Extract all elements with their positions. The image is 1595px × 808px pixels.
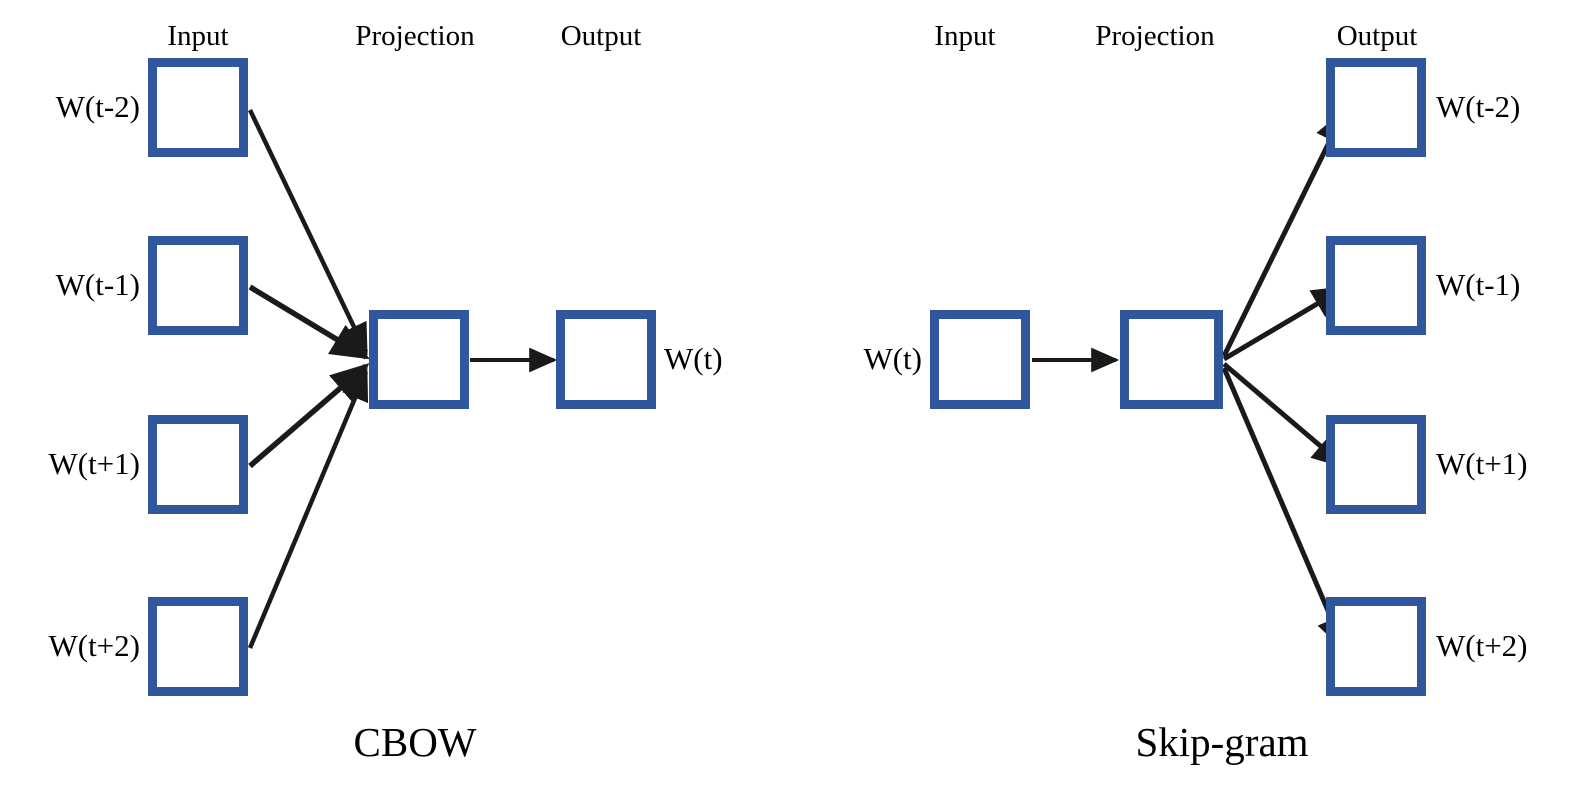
skipgram-projection-box[interactable] bbox=[1120, 310, 1223, 409]
skipgram-output-label-0: W(t-2) bbox=[1436, 89, 1521, 124]
skipgram-header-input: Input bbox=[934, 20, 996, 52]
cbow-input-label-1: W(t-1) bbox=[55, 267, 140, 302]
skipgram-output-box-0[interactable] bbox=[1326, 58, 1426, 157]
cbow-input-label-2: W(t+1) bbox=[48, 446, 140, 481]
cbow-header-projection: Projection bbox=[355, 20, 475, 52]
cbow-input-label-0: W(t-2) bbox=[55, 89, 140, 124]
skipgram-output-box-2[interactable] bbox=[1326, 415, 1426, 514]
skipgram-header-output: Output bbox=[1336, 20, 1418, 52]
cbow-input-box-2[interactable] bbox=[148, 415, 248, 514]
skipgram-projection-to-output-arrows bbox=[1221, 108, 1348, 652]
skipgram-output-label-2: W(t+1) bbox=[1436, 446, 1528, 481]
skipgram-header-projection: Projection bbox=[1095, 20, 1215, 52]
skipgram-title: Skip-gram bbox=[1135, 719, 1309, 765]
cbow-input-box-0[interactable] bbox=[148, 58, 248, 157]
skipgram-output-box-1[interactable] bbox=[1326, 236, 1426, 335]
cbow-header-input: Input bbox=[167, 20, 229, 52]
cbow-title: CBOW bbox=[353, 719, 477, 765]
skipgram-output-label-3: W(t+2) bbox=[1436, 628, 1528, 663]
skipgram-output-label-1: W(t-1) bbox=[1436, 267, 1521, 302]
cbow-input-to-projection-arrows bbox=[247, 109, 370, 649]
skipgram-output-box-3[interactable] bbox=[1326, 597, 1426, 696]
skipgram-input-label: W(t) bbox=[863, 341, 922, 376]
cbow-input-box-1[interactable] bbox=[148, 236, 248, 335]
cbow-header-output: Output bbox=[560, 20, 642, 52]
cbow-projection-box[interactable] bbox=[369, 310, 469, 409]
cbow-output-label: W(t) bbox=[664, 341, 723, 376]
cbow-input-label-3: W(t+2) bbox=[48, 628, 140, 663]
skipgram-input-box[interactable] bbox=[930, 310, 1030, 409]
cbow-input-box-3[interactable] bbox=[148, 597, 248, 696]
cbow-output-box[interactable] bbox=[556, 310, 656, 409]
